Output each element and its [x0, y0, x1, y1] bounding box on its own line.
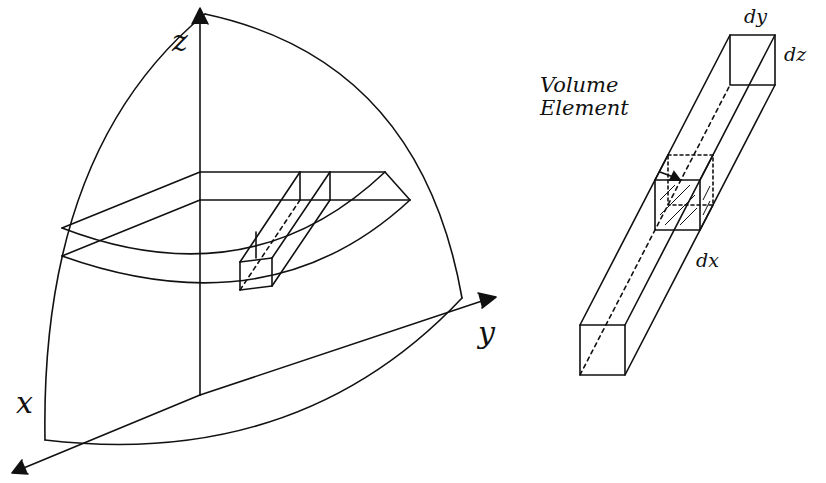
bar-edge — [625, 35, 775, 325]
slab-edge — [200, 199, 410, 201]
octant-arc — [45, 14, 205, 440]
bar-edge — [625, 85, 775, 375]
strip-edge — [240, 286, 272, 290]
strip-hidden-edge — [240, 200, 300, 290]
x-axis — [14, 395, 200, 472]
figure-caption: Volume Element — [540, 74, 635, 120]
slab-arc — [62, 200, 410, 283]
element-edge — [700, 155, 713, 180]
strip-edge — [271, 258, 273, 286]
axis-label: y — [478, 316, 495, 349]
slab-edge — [200, 171, 385, 173]
strip-edge — [272, 200, 330, 286]
element-edge — [655, 155, 668, 180]
strip-edge — [329, 172, 331, 200]
element-hatching — [660, 185, 710, 225]
axis-label: z — [172, 24, 188, 57]
strip-edge — [255, 232, 257, 258]
bar-hidden-edge — [580, 85, 730, 375]
dimension-label: dx — [696, 250, 719, 271]
y-arrowhead — [478, 293, 496, 308]
axis-label: x — [16, 386, 33, 419]
dimension-label: dz — [784, 44, 806, 65]
octant-arc — [45, 298, 462, 444]
octant-arc — [205, 14, 462, 298]
element-face — [668, 155, 713, 205]
strip-edge — [272, 172, 330, 258]
dimension-label: dy — [744, 6, 767, 27]
pointer-arrowhead — [670, 172, 680, 180]
strip-edge — [239, 262, 241, 290]
x-arrowhead — [12, 460, 28, 474]
slab-edge — [385, 172, 410, 200]
strip-edge — [299, 172, 301, 200]
y-axis — [200, 297, 494, 395]
strip-edge — [240, 172, 300, 262]
z-arrowhead — [192, 8, 208, 24]
slab-edge — [62, 172, 200, 228]
slab-arc — [62, 172, 385, 254]
z-axis — [199, 10, 201, 395]
